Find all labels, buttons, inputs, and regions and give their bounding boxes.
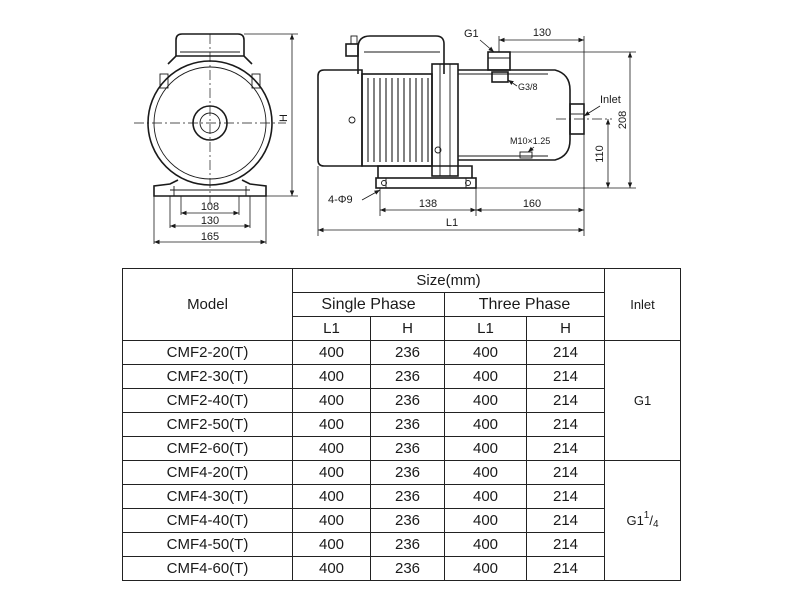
header-three-phase: Three Phase xyxy=(444,292,605,317)
side-dim-138: 138 xyxy=(419,198,437,210)
side-dim-160: 160 xyxy=(523,198,541,210)
table-row: CMF2-60(T) 400 236 400 214 xyxy=(122,436,681,461)
cell-tp-l1: 400 xyxy=(444,508,527,533)
cell-tp-h: 214 xyxy=(526,532,605,557)
cell-sp-l1: 400 xyxy=(292,484,371,509)
side-dim-110: 110 xyxy=(594,145,606,163)
cell-tp-h: 214 xyxy=(526,364,605,389)
table-row: CMF4-40(T) 400 236 400 214 xyxy=(122,508,681,533)
cell-sp-h: 236 xyxy=(370,436,445,461)
cell-sp-h: 236 xyxy=(370,484,445,509)
cell-tp-h: 214 xyxy=(526,556,605,581)
cell-sp-h: 236 xyxy=(370,412,445,437)
cell-tp-l1: 400 xyxy=(444,412,527,437)
side-view: G1 G3/8 Inlet M10×1.25 4-Φ9 130 208 110 … xyxy=(317,27,636,236)
front-dim-h: H xyxy=(278,114,290,122)
cell-model: CMF4-30(T) xyxy=(122,484,293,509)
cell-sp-l1: 400 xyxy=(292,388,371,413)
inlet-slash: / xyxy=(649,512,653,528)
cell-tp-l1: 400 xyxy=(444,340,527,365)
front-dim-130: 130 xyxy=(201,215,219,227)
cell-inlet-group-1: G1 xyxy=(604,340,681,461)
cell-sp-l1: 400 xyxy=(292,508,371,533)
label-inlet: Inlet xyxy=(600,94,621,106)
cell-model: CMF4-20(T) xyxy=(122,460,293,485)
header-size: Size(mm) xyxy=(292,268,605,293)
table-row: CMF4-30(T) 400 236 400 214 xyxy=(122,484,681,509)
cell-sp-l1: 400 xyxy=(292,436,371,461)
header-tp-h: H xyxy=(526,316,605,341)
table-row: CMF2-20(T) 400 236 400 214 G1 xyxy=(122,340,681,461)
cell-sp-h: 236 xyxy=(370,508,445,533)
cell-model: CMF2-60(T) xyxy=(122,436,293,461)
motor-fins xyxy=(367,78,429,162)
label-bolt-m10: M10×1.25 xyxy=(510,136,550,146)
cell-tp-l1: 400 xyxy=(444,364,527,389)
cell-tp-l1: 400 xyxy=(444,460,527,485)
cell-tp-h: 214 xyxy=(526,340,605,365)
table-row: CMF2-50(T) 400 236 400 214 xyxy=(122,412,681,437)
cell-sp-h: 236 xyxy=(370,556,445,581)
header-sp-h: H xyxy=(370,316,445,341)
header-tp-l1: L1 xyxy=(444,316,527,341)
cell-tp-l1: 400 xyxy=(444,532,527,557)
cell-sp-l1: 400 xyxy=(292,556,371,581)
cell-model: CMF2-20(T) xyxy=(122,340,293,365)
pump-dimension-drawing: 108 130 165 H xyxy=(134,27,636,245)
inlet-base: G1 xyxy=(626,512,644,528)
inlet-sup: 1 xyxy=(643,509,650,521)
cell-sp-h: 236 xyxy=(370,340,445,365)
dimension-table: Model Size(mm) Inlet Single Phase Three … xyxy=(122,268,681,581)
cell-sp-l1: 400 xyxy=(292,340,371,365)
table-row: CMF4-20(T) 400 236 400 214 G11/4 xyxy=(122,460,681,581)
cell-sp-h: 236 xyxy=(370,532,445,557)
front-view: 108 130 165 H xyxy=(134,33,298,245)
cell-sp-h: 236 xyxy=(370,388,445,413)
header-single-phase: Single Phase xyxy=(292,292,445,317)
cell-tp-h: 214 xyxy=(526,508,605,533)
cell-tp-h: 214 xyxy=(526,412,605,437)
cell-model: CMF2-50(T) xyxy=(122,412,293,437)
cell-model: CMF4-50(T) xyxy=(122,532,293,557)
cell-sp-h: 236 xyxy=(370,364,445,389)
cell-tp-l1: 400 xyxy=(444,556,527,581)
cell-sp-l1: 400 xyxy=(292,460,371,485)
cell-inlet-group-2: G11/4 xyxy=(604,460,681,581)
label-drain-g38: G3/8 xyxy=(518,82,538,92)
table-row: CMF4-60(T) 400 236 400 214 xyxy=(122,556,681,581)
cell-model: CMF2-30(T) xyxy=(122,364,293,389)
label-mount-holes: 4-Φ9 xyxy=(328,194,353,206)
cell-tp-l1: 400 xyxy=(444,436,527,461)
cell-tp-l1: 400 xyxy=(444,388,527,413)
cell-sp-l1: 400 xyxy=(292,364,371,389)
cell-tp-h: 214 xyxy=(526,460,605,485)
front-dim-108: 108 xyxy=(201,201,219,213)
side-dim-130: 130 xyxy=(533,27,551,39)
table-row: CMF2-40(T) 400 236 400 214 xyxy=(122,388,681,413)
side-dim-208: 208 xyxy=(617,111,629,129)
cell-sp-l1: 400 xyxy=(292,412,371,437)
label-outlet-g1: G1 xyxy=(464,28,479,40)
cell-sp-h: 236 xyxy=(370,460,445,485)
cell-tp-l1: 400 xyxy=(444,484,527,509)
cell-tp-h: 214 xyxy=(526,436,605,461)
cell-tp-h: 214 xyxy=(526,388,605,413)
front-dim-165: 165 xyxy=(201,231,219,243)
table-row: CMF4-50(T) 400 236 400 214 xyxy=(122,532,681,557)
cell-model: CMF4-40(T) xyxy=(122,508,293,533)
cell-sp-l1: 400 xyxy=(292,532,371,557)
header-model: Model xyxy=(122,268,293,341)
side-dim-l1: L1 xyxy=(446,217,458,229)
inlet-base: G1 xyxy=(633,392,652,408)
inlet-sub: 4 xyxy=(652,518,659,530)
header-inlet: Inlet xyxy=(604,268,681,341)
cell-tp-h: 214 xyxy=(526,484,605,509)
header-sp-l1: L1 xyxy=(292,316,371,341)
cell-model: CMF2-40(T) xyxy=(122,388,293,413)
cell-model: CMF4-60(T) xyxy=(122,556,293,581)
table-row: CMF2-30(T) 400 236 400 214 xyxy=(122,364,681,389)
